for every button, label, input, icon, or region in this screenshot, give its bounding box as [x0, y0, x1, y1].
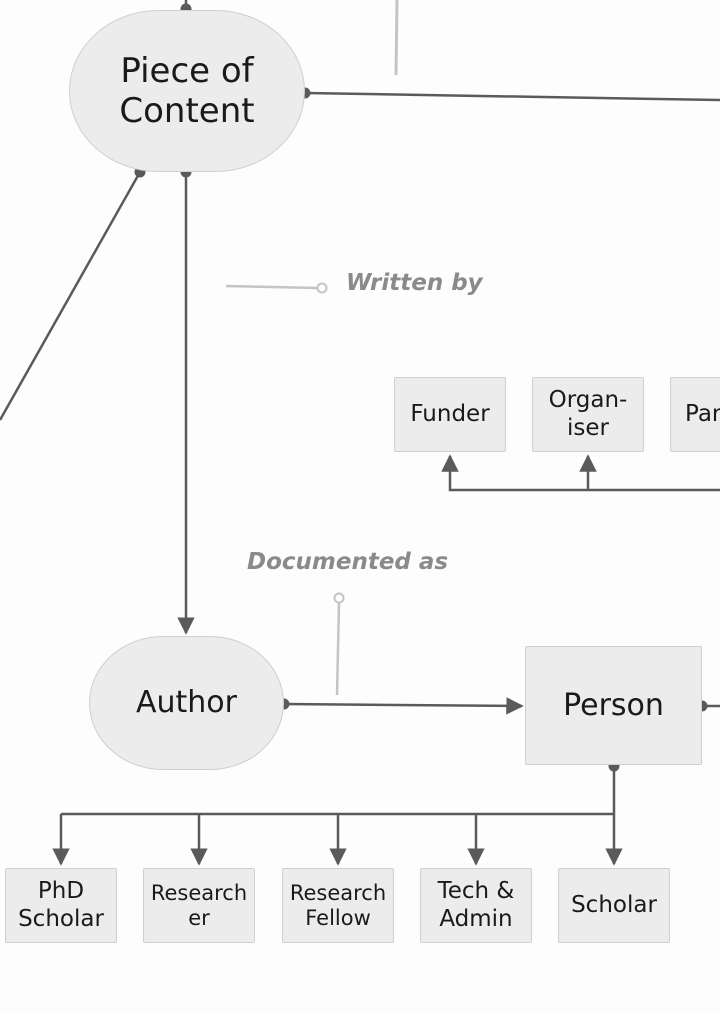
- node-person[interactable]: Person: [525, 646, 702, 765]
- node-organiser-line2: iser: [567, 414, 609, 441]
- node-scholar-label: Scholar: [571, 891, 657, 918]
- annotation-line-top: [394, 0, 399, 76]
- node-research-fellow[interactable]: Research Fellow: [282, 868, 394, 943]
- node-researcher-line1: Research: [150, 880, 248, 905]
- node-researcher-line2: er: [188, 905, 210, 930]
- edge-content-right: [304, 91, 720, 102]
- node-research-fellow-line2: Fellow: [305, 905, 371, 930]
- edge-content-diagonal: [0, 171, 142, 421]
- node-researcher[interactable]: Research er: [143, 868, 255, 943]
- annotation-line-documented-as: [335, 602, 341, 696]
- node-tech-admin[interactable]: Tech & Admin: [420, 868, 532, 943]
- label-written-by: Written by: [346, 270, 483, 296]
- node-partial-right-label: Par: [685, 400, 720, 427]
- annotation-dot-documented-as: [333, 592, 345, 604]
- edge-author-to-person: [283, 697, 524, 715]
- edge-role-bus: [441, 454, 720, 492]
- node-funder[interactable]: Funder: [394, 377, 506, 452]
- label-documented-as: Documented as: [247, 549, 449, 575]
- node-organiser[interactable]: Organ- iser: [532, 377, 644, 452]
- node-funder-label: Funder: [410, 400, 490, 427]
- node-tech-admin-line1: Tech &: [437, 878, 515, 905]
- node-person-label: Person: [563, 687, 664, 723]
- node-author[interactable]: Author: [89, 636, 284, 770]
- node-piece-of-content-line1: Piece of: [120, 50, 254, 91]
- node-scholar[interactable]: Scholar: [558, 868, 670, 943]
- annotation-line-written-by: [225, 284, 318, 290]
- annotation-dot-written-by: [316, 282, 328, 294]
- partial-top-label: ···: [662, 0, 720, 6]
- node-organiser-line1: Organ-: [548, 387, 628, 414]
- node-author-label: Author: [135, 685, 237, 721]
- node-piece-of-content-line2: Content: [119, 91, 255, 131]
- node-research-fellow-line1: Research: [289, 880, 387, 905]
- node-phd-scholar[interactable]: PhD Scholar: [5, 868, 117, 943]
- node-partial-right[interactable]: Par: [670, 377, 720, 452]
- node-piece-of-content[interactable]: Piece of Content: [69, 10, 305, 172]
- node-phd-scholar-line2: Scholar: [18, 905, 104, 932]
- node-phd-scholar-line1: PhD: [37, 878, 85, 905]
- node-tech-admin-line2: Admin: [439, 905, 513, 932]
